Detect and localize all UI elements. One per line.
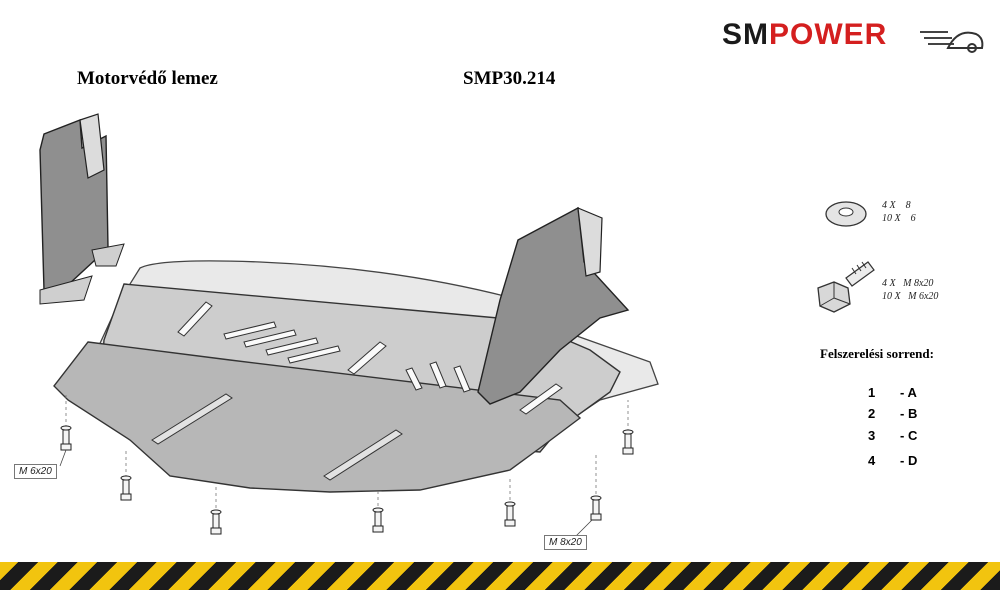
washer-spec-line-1: 4 X 8	[882, 200, 911, 211]
sequence-step-1-number: 1	[868, 385, 876, 400]
brand-logo-power: POWER	[769, 18, 888, 51]
bolt-spec: 4 X M 8x20 10 X M 6x20	[882, 277, 938, 303]
bolt-spec-line-2: 10 X M 6x20	[882, 291, 939, 302]
sequence-step-2-letter: - B	[900, 406, 918, 421]
washer-spec-line-2: 10 X 6	[882, 213, 916, 224]
bolt-spec-line-1: 4 X M 8x20	[882, 278, 934, 289]
sequence-step-3-number: 3	[868, 428, 876, 443]
sequence-step-3-letter: - C	[900, 428, 918, 443]
assembly-drawing	[39, 113, 659, 537]
brand-logo-sm: SM	[722, 18, 769, 51]
hazard-stripe	[0, 562, 1000, 590]
lower-plate	[53, 341, 582, 493]
bolt-set	[60, 425, 634, 535]
sequence-title: Felszerelési sorrend:	[820, 346, 934, 361]
sequence-step-4-number: 4	[868, 453, 876, 468]
washer-spec: 4 X 8 10 X 6	[882, 199, 916, 225]
hex-bolt-icon	[817, 261, 875, 313]
product-title: Motorvédő lemez	[77, 68, 218, 89]
product-code: SMP30.214	[463, 68, 556, 89]
motorbike-icon	[920, 31, 984, 53]
sequence-step-2-number: 2	[868, 406, 876, 421]
sequence-step-4-letter: - D	[900, 453, 918, 468]
washer-icon	[825, 201, 867, 227]
sequence-step-1-letter: - A	[900, 385, 917, 400]
small-bolt-label: M 6x20	[14, 464, 57, 479]
brand-logo: SMPOWER	[722, 18, 982, 58]
large-bolt-label: M 8x20	[544, 535, 587, 550]
